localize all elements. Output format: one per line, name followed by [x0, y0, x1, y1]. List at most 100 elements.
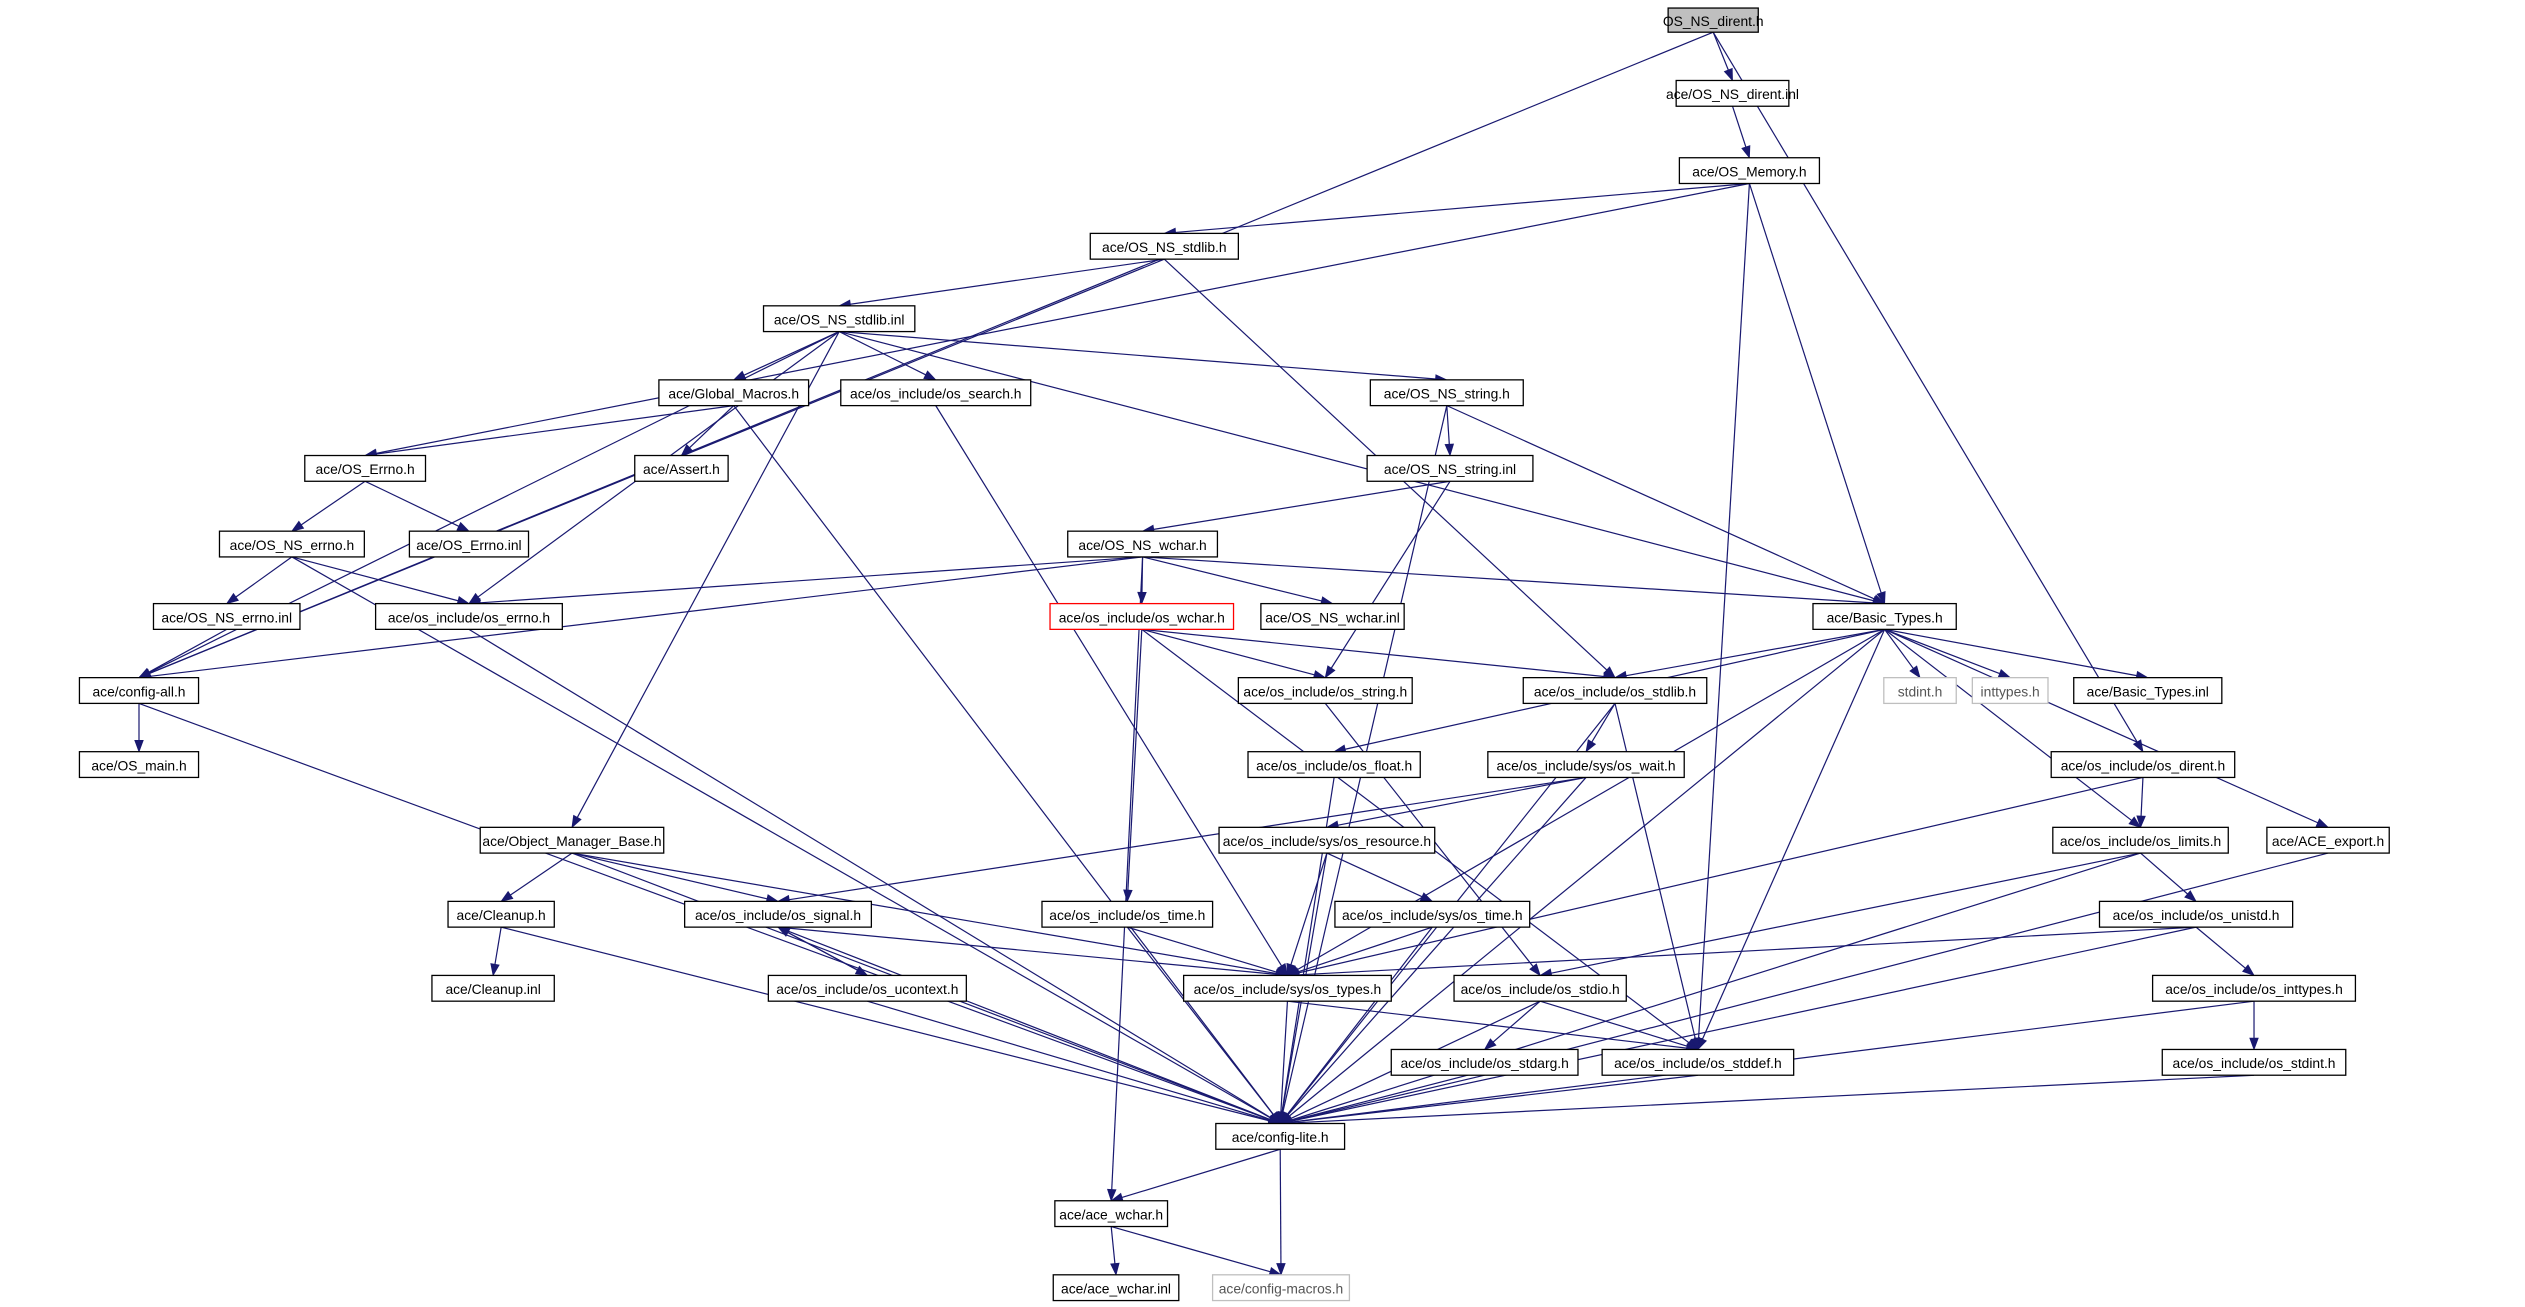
node-ace-os-include-os-search-h[interactable]: ace/os_include/os_search.h: [840, 379, 1032, 407]
node-label: ace/ace_wchar.h: [1059, 1206, 1163, 1222]
node-label: ace/os_include/os_string.h: [1243, 683, 1407, 699]
node-label: ace/config-all.h: [92, 683, 185, 699]
edge-line: [1287, 1000, 1687, 1049]
edge-line: [777, 926, 1270, 1120]
node-ace-os-ns-dirent-inl[interactable]: ace/OS_NS_dirent.inl: [1666, 79, 1799, 107]
node-ace-assert-h[interactable]: ace/Assert.h: [634, 454, 729, 482]
edge-ace-os-ns-wchar-h-to-ace-os-include-os-errno-h: [467, 556, 1143, 608]
edge-ace-cleanup-h-to-ace-config-lite-h: [501, 926, 1282, 1126]
node-label: ace/OS_Memory.h: [1692, 163, 1806, 179]
node-label: inttypes.h: [1981, 683, 2040, 699]
node-ace-os-include-sys-os-resource-h[interactable]: ace/os_include/sys/os_resource.h: [1218, 826, 1436, 854]
node-ace-config-all-h[interactable]: ace/config-all.h: [78, 677, 200, 705]
node-ace-os-include-os-dirent-h[interactable]: ace/os_include/os_dirent.h: [2050, 751, 2236, 779]
node-ace-os-include-os-ucontext-h[interactable]: ace/os_include/os_ucontext.h: [767, 974, 967, 1002]
edge-ace-basic-types-h-to-ace-os-include-os-stddef-h: [1697, 629, 1886, 1051]
node-ace-os-include-sys-os-wait-h[interactable]: ace/os_include/sys/os_wait.h: [1487, 751, 1685, 779]
edge-line: [1175, 182, 1750, 234]
node-ace-cleanup-inl[interactable]: ace/Cleanup.inl: [431, 974, 555, 1002]
node-ace-os-include-sys-os-time-h[interactable]: ace/os_include/sys/os_time.h: [1334, 900, 1531, 928]
node-ace-os-ns-wchar-inl[interactable]: ace/OS_NS_wchar.inl: [1260, 602, 1405, 630]
node-box: [684, 900, 873, 928]
node-ace-os-include-os-unistd-h[interactable]: ace/os_include/os_unistd.h: [2098, 900, 2294, 928]
edge-line: [789, 776, 1587, 901]
node-ace-os-ns-stdlib-inl[interactable]: ace/OS_NS_stdlib.inl: [762, 305, 916, 333]
node-label: ace/os_include/os_inttypes.h: [2165, 981, 2343, 997]
node-ace-config-lite-h[interactable]: ace/config-lite.h: [1215, 1122, 1346, 1150]
node-ace-os-include-os-stdarg-h[interactable]: ace/os_include/os_stdarg.h: [1390, 1048, 1579, 1076]
edge-line: [576, 331, 840, 818]
edge-line: [1446, 405, 1875, 600]
edge-line: [1697, 183, 1751, 1039]
node-ace-os-include-os-stddef-h[interactable]: ace/os_include/os_stddef.h: [1601, 1048, 1795, 1076]
node-ace-global-macros-h[interactable]: ace/Global_Macros.h: [658, 379, 810, 407]
node-ace-cleanup-h[interactable]: ace/Cleanup.h: [447, 900, 555, 928]
edge-ace-os-include-os-wchar-h-to-ace-os-include-os-time-h: [1123, 629, 1143, 903]
node-ace-os-ns-wchar-h[interactable]: ace/OS_NS_wchar.h: [1067, 530, 1219, 558]
arrowhead-icon: [1419, 892, 1434, 902]
node-ace-os-ns-string-h[interactable]: ace/OS_NS_string.h: [1369, 379, 1524, 407]
node-ace-os-memory-h[interactable]: ace/OS_Memory.h: [1678, 157, 1821, 185]
node-box: [1211, 1274, 1351, 1302]
node-ace-os-ns-stdlib-h[interactable]: ace/OS_NS_stdlib.h: [1089, 232, 1239, 260]
edge-line: [787, 931, 868, 976]
node-label: ace/os_include/os_stdarg.h: [1400, 1055, 1568, 1071]
edge-ace-os-errno-h-to-ace-os-ns-errno-h: [290, 480, 366, 532]
node-ace-os-include-os-stdint-h[interactable]: ace/os_include/os_stdint.h: [2161, 1048, 2347, 1076]
edge-ace-os-memory-h-to-ace-basic-types-h: [1748, 183, 1886, 605]
edge-line: [1290, 852, 2329, 1122]
node-label: ace/ace_wchar.inl: [1061, 1280, 1171, 1296]
node-ace-os-include-os-inttypes-h[interactable]: ace/os_include/os_inttypes.h: [2151, 974, 2357, 1002]
arrowhead-icon: [456, 521, 471, 532]
edge-line: [1701, 629, 1886, 1040]
node-inttypes-h: inttypes.h: [1971, 677, 2049, 705]
edge-ace-os-include-os-stdio-h-to-ace-os-include-os-stdarg-h: [1483, 1000, 1541, 1051]
edge-ace-config-lite-h-to-ace-config-macros-h: [1276, 1149, 1286, 1276]
node-ace-os-include-os-stdio-h[interactable]: ace/os_include/os_stdio.h: [1453, 974, 1627, 1002]
node-ace-basic-types-inl[interactable]: ace/Basic_Types.inl: [2073, 677, 2223, 705]
edge-ace-os-include-os-stdio-h-to-ace-os-include-os-stddef-h: [1539, 1000, 1700, 1051]
edge-ace-os-include-os-stdlib-h-to-ace-os-include-sys-os-wait-h: [1585, 703, 1616, 753]
node-ace-os-include-os-time-h[interactable]: ace/os_include/os_time.h: [1041, 900, 1214, 928]
node-ace-os-main-h[interactable]: ace/OS_main.h: [78, 751, 200, 779]
node-ace-os-errno-h[interactable]: ace/OS_Errno.h: [304, 454, 427, 482]
node-ace-os-include-os-limits-h[interactable]: ace/os_include/os_limits.h: [2052, 826, 2229, 854]
arrowhead-icon: [1444, 443, 1455, 457]
edge-ace-os-ns-wchar-h-to-ace-basic-types-h: [1142, 556, 1886, 608]
node-ace-os-errno-inl[interactable]: ace/OS_Errno.inl: [408, 530, 530, 558]
node-ace-basic-types-h[interactable]: ace/Basic_Types.h: [1812, 602, 1957, 630]
edge-line: [2140, 852, 2188, 895]
edge-ace-os-ns-wchar-h-to-ace-os-ns-wchar-inl: [1142, 556, 1334, 606]
edge-line: [1111, 1225, 1271, 1273]
node-ace-object-manager-base-h[interactable]: ace/Object_Manager_Base.h: [479, 826, 665, 854]
node-ace-os-include-os-errno-h[interactable]: ace/os_include/os_errno.h: [374, 602, 563, 630]
node-box: [1667, 7, 1759, 33]
edge-line: [1591, 703, 1616, 743]
node-ace-os-include-os-string-h[interactable]: ace/os_include/os_string.h: [1237, 677, 1413, 705]
node-ace-os-include-os-stdlib-h[interactable]: ace/os_include/os_stdlib.h: [1522, 677, 1708, 705]
edge-ace-cleanup-h-to-ace-cleanup-inl: [490, 927, 502, 977]
node-ace-os-ns-errno-h[interactable]: ace/OS_NS_errno.h: [218, 530, 365, 558]
arrowhead-icon: [1876, 591, 1886, 605]
edge-ace-basic-types-h-to-ace-os-include-os-limits-h: [1884, 628, 2142, 829]
node-ace-os-ns-string-inl[interactable]: ace/OS_NS_string.inl: [1366, 454, 1534, 482]
edge-ace-os-ns-string-inl-to-ace-os-include-os-string-h: [1324, 480, 1451, 679]
node-ace-os-include-os-wchar-h[interactable]: ace/os_include/os_wchar.h: [1049, 602, 1235, 630]
node-ace-os-include-sys-os-types-h[interactable]: ace/os_include/sys/os_types.h: [1182, 974, 1392, 1002]
node-ace-ace-wchar-h[interactable]: ace/ace_wchar.h: [1054, 1200, 1169, 1228]
node-ace-ace-export-h[interactable]: ace/ACE_export.h: [2266, 826, 2390, 854]
edges-layer: [134, 31, 2330, 1277]
edge-line: [1291, 1074, 1698, 1123]
node-ace-ace-wchar-inl[interactable]: ace/ace_wchar.inl: [1052, 1274, 1180, 1302]
node-ace-os-include-os-float-h[interactable]: ace/os_include/os_float.h: [1247, 751, 1421, 779]
edge-line: [777, 926, 1277, 975]
edge-line: [733, 405, 1274, 1115]
edge-ace-os-include-os-dirent-h-to-ace-os-include-sys-os-types-h: [1286, 776, 2144, 978]
arrowhead-icon: [225, 592, 239, 605]
node-ace-os-ns-errno-inl[interactable]: ace/OS_NS_errno.inl: [152, 602, 301, 630]
node-label: ace/os_include/os_unistd.h: [2113, 907, 2280, 923]
edge-ace-basic-types-h-to-ace-basic-types-inl: [1884, 628, 2149, 681]
node-label: ace/ACE_export.h: [2272, 833, 2384, 849]
arrowhead-icon: [571, 814, 582, 829]
node-ace-os-include-os-signal-h[interactable]: ace/os_include/os_signal.h: [684, 900, 873, 928]
